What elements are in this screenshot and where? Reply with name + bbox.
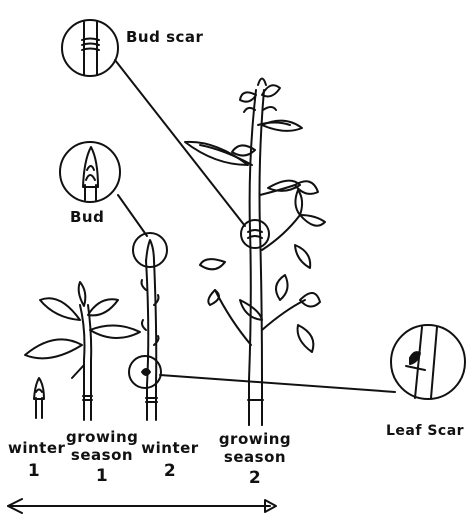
timeline-arrow <box>8 499 276 513</box>
stage-label-growing-season-2: growing season 2 <box>218 432 292 487</box>
bud-scar-leader-line <box>115 60 245 226</box>
leaf-scar-leader-line <box>160 375 395 392</box>
stage-growing-season-2-line1: growing <box>218 432 292 448</box>
stage-winter-2-line2: 2 <box>140 463 200 481</box>
stage-winter-1-line1: winter <box>8 441 60 457</box>
bud-leader-line <box>118 195 147 236</box>
bud-scar-label: Bud scar <box>126 30 203 46</box>
bud-inset <box>60 142 120 202</box>
plant-winter-2 <box>129 233 167 420</box>
stage-label-growing-season-1: growing season 1 <box>66 430 138 485</box>
stage-winter-2-line1: winter <box>140 441 200 457</box>
stage-growing-season-1-line3: 1 <box>66 468 138 486</box>
stage-growing-season-2-line3: 2 <box>218 470 292 488</box>
plant-winter-1 <box>34 378 44 418</box>
leaf-scar-label: Leaf Scar <box>386 424 464 439</box>
stage-label-winter-1: winter 1 <box>8 441 60 481</box>
stage-growing-season-2-line2: season <box>218 450 292 466</box>
leaf-scar-inset <box>391 325 465 399</box>
stage-growing-season-1-line2: season <box>66 448 138 464</box>
plant-growing-season-2 <box>185 79 325 426</box>
bud-scar-inset <box>62 20 118 76</box>
stage-winter-1-line2: 1 <box>8 463 60 481</box>
stage-label-winter-2: winter 2 <box>140 441 200 481</box>
bud-label: Bud <box>70 210 104 226</box>
stage-growing-season-1-line1: growing <box>66 430 138 446</box>
